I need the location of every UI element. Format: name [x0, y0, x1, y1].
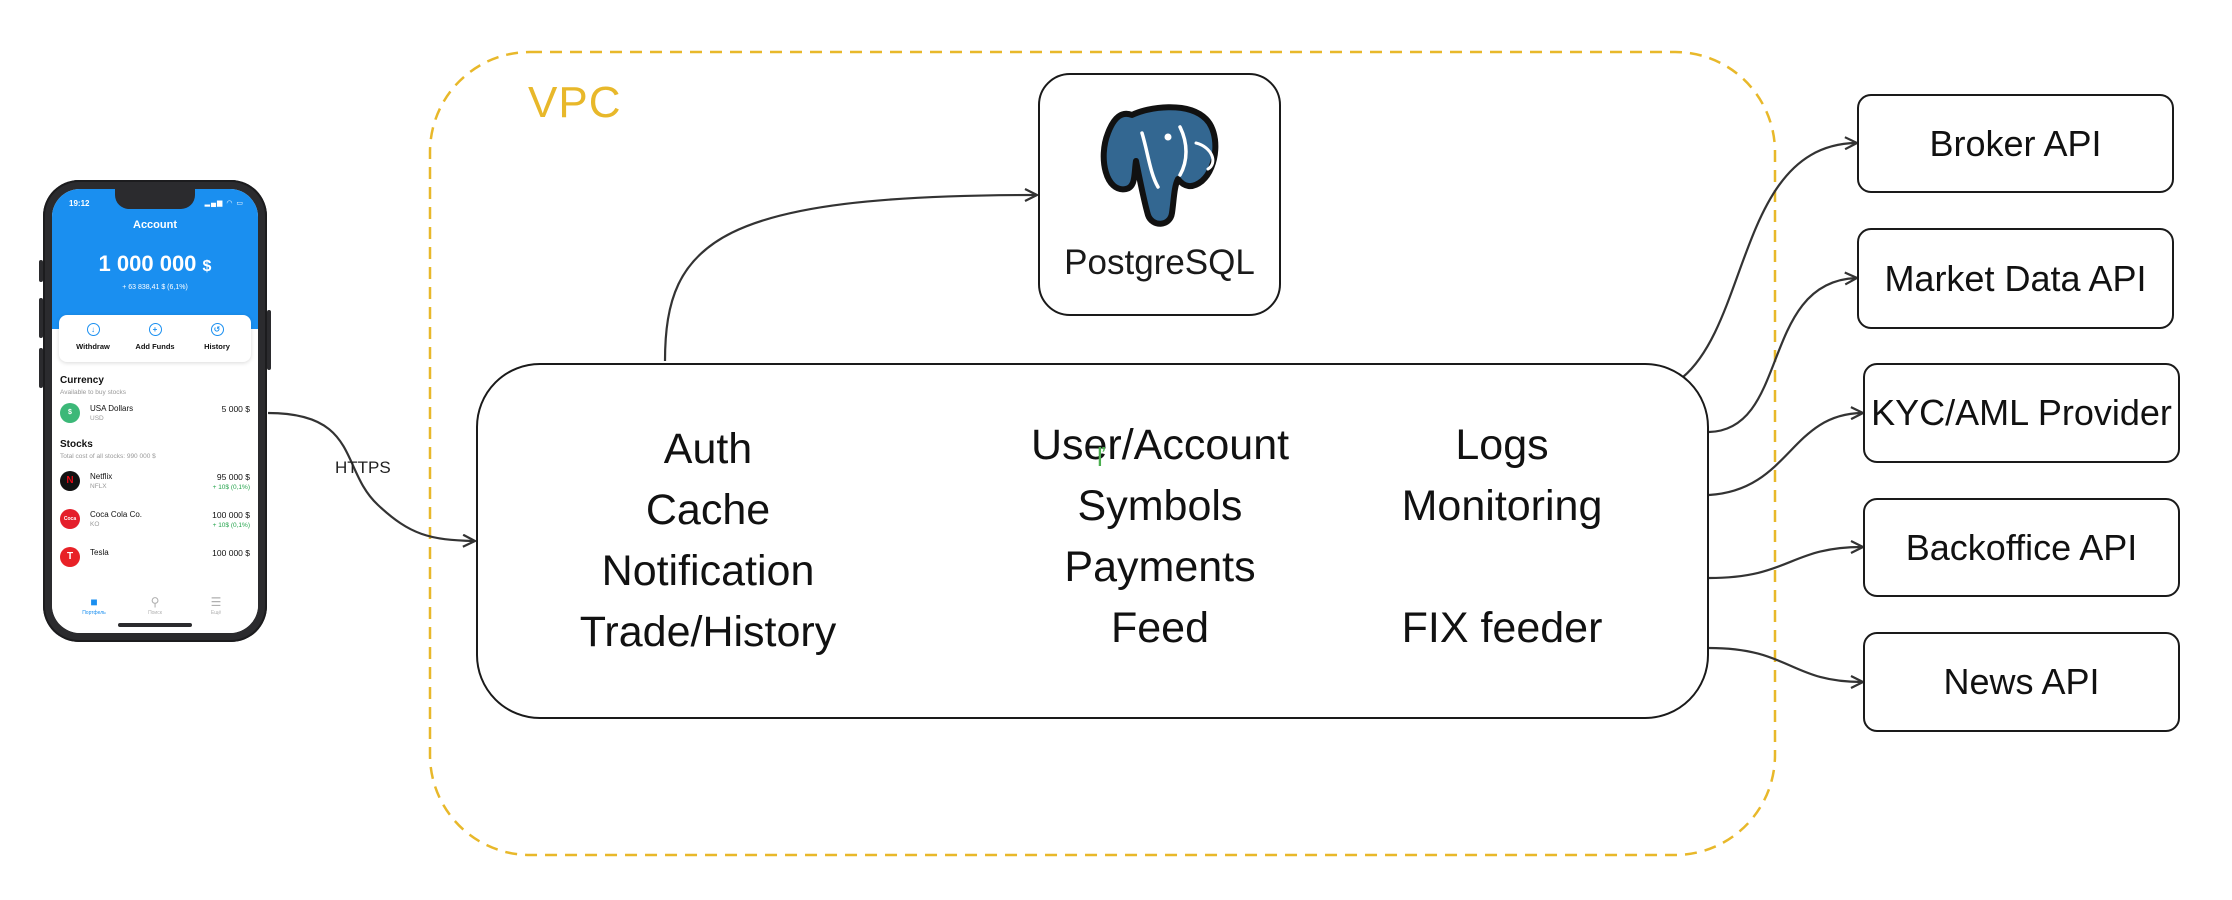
tab-search[interactable]: ⚲ Поиск: [135, 595, 175, 616]
https-connector: [267, 411, 474, 541]
list-item[interactable]: T Tesla 100 000 $: [60, 545, 250, 575]
dollar-icon: $: [60, 403, 80, 423]
stock-value: 100 000 $: [212, 510, 250, 520]
balance-currency: $: [202, 258, 212, 275]
phone-volume-up: [39, 298, 43, 338]
withdraw-label: Withdraw: [76, 342, 110, 351]
history-label: History: [204, 342, 230, 351]
postgresql-node: PostgreSQL: [1038, 73, 1281, 316]
service-fix-feeder: FIX feeder: [1401, 604, 1603, 652]
search-icon: ⚲: [150, 595, 160, 609]
netflix-logo-icon: N: [60, 471, 80, 491]
menu-icon: ☰: [210, 595, 222, 609]
service-logs: Logs: [1455, 421, 1549, 469]
arrow-down-circle-icon: ↓: [86, 323, 100, 336]
phone-mockup: 19:12 ▂▄▆ ◠ ▭ Account 1 000 000 $ + 63 8…: [39, 180, 271, 642]
list-item[interactable]: N Netflix NFLX 95 000 $ + 10$ (0,1%): [60, 469, 250, 499]
vpc-label: VPC: [528, 78, 622, 127]
coca-cola-logo-icon: Coca: [60, 509, 80, 529]
postgresql-label: PostgreSQL: [1064, 243, 1255, 282]
text-cursor-mark: ľ: [1097, 442, 1105, 472]
backend-services-box: [476, 363, 1709, 719]
status-icons: ▂▄▆ ◠ ▭: [204, 200, 244, 207]
news-api-node: News API: [1863, 632, 2180, 732]
tab-more-label: Ещё: [210, 610, 222, 616]
history-icon: ↺: [210, 323, 224, 336]
list-item[interactable]: $ USA Dollars USD 5 000 $: [60, 401, 250, 431]
tab-search-label: Поиск: [148, 610, 162, 616]
tab-more[interactable]: ☰ Ещё: [196, 595, 236, 616]
phone-mute-switch: [39, 260, 43, 282]
home-indicator: [118, 623, 192, 627]
balance-amount: 1 000 000 $: [52, 251, 258, 277]
currency-value: 5 000 $: [221, 404, 250, 414]
backoffice-api-connector: [1708, 547, 1862, 580]
list-item[interactable]: Coca Coca Cola Co. KO 100 000 $ + 10$ (0…: [60, 507, 250, 537]
service-trade-history: Trade/History: [579, 608, 837, 656]
balance-value: 1 000 000: [98, 251, 197, 276]
tab-portfolio-label: Портфель: [82, 610, 106, 616]
account-header: 19:12 ▂▄▆ ◠ ▭ Account 1 000 000 $ + 63 8…: [52, 189, 258, 329]
add-funds-button[interactable]: + Add Funds: [125, 323, 185, 351]
news-api-connector: [1708, 646, 1862, 682]
service-monitoring: Monitoring: [1401, 482, 1603, 530]
service-payments: Payments: [1064, 543, 1256, 591]
vpc-boundary: [428, 50, 1777, 857]
stock-ticker: NFLX: [90, 483, 107, 490]
tesla-logo-icon: T: [60, 547, 80, 567]
stocks-title: Stocks: [60, 439, 93, 450]
stock-name: Coca Cola Co.: [90, 510, 143, 519]
currency-ticker: USD: [90, 415, 104, 422]
db-connector: [663, 195, 1036, 362]
market-data-api-connector: [1708, 278, 1856, 434]
service-user-account: User/Account: [1030, 421, 1290, 469]
postgresql-elephant-icon: [1100, 104, 1219, 227]
broker-api-node: Broker API: [1857, 94, 2174, 193]
plus-circle-icon: +: [148, 323, 162, 336]
currency-subtitle: Available to buy stocks: [60, 389, 126, 396]
action-bar: ↓ Withdraw + Add Funds ↺ History: [59, 315, 251, 362]
stock-delta: + 10$ (0,1%): [212, 522, 250, 529]
kyc-aml-provider-node: KYC/AML Provider: [1863, 363, 2180, 463]
kyc-aml-connector: [1708, 413, 1862, 497]
service-cache: Cache: [645, 486, 771, 534]
add-funds-label: Add Funds: [135, 342, 175, 351]
currency-name: USA Dollars: [90, 404, 134, 413]
currency-title: Currency: [60, 375, 104, 386]
stocks-subtitle: Total cost of all stocks: 990 000 $: [60, 453, 156, 460]
broker-api-connector: [1682, 143, 1856, 378]
history-button[interactable]: ↺ History: [187, 323, 247, 351]
phone-volume-down: [39, 348, 43, 388]
phone-notch: [115, 189, 195, 209]
stock-name: Tesla: [90, 548, 109, 557]
tab-bar: ■ Портфель ⚲ Поиск ☰ Ещё: [52, 593, 258, 633]
account-title: Account: [133, 219, 177, 231]
stock-ticker: KO: [90, 521, 100, 528]
tab-portfolio[interactable]: ■ Портфель: [74, 595, 114, 616]
briefcase-icon: ■: [90, 595, 98, 609]
balance-change: + 63 838,41 $ (6,1%): [122, 284, 188, 291]
service-notification: Notification: [601, 547, 815, 595]
service-symbols: Symbols: [1077, 482, 1243, 530]
stock-value: 100 000 $: [212, 548, 250, 558]
stock-value: 95 000 $: [216, 472, 250, 482]
https-label: HTTPS: [335, 458, 391, 477]
stock-name: Netflix: [90, 472, 113, 481]
phone-screen: 19:12 ▂▄▆ ◠ ▭ Account 1 000 000 $ + 63 8…: [52, 189, 258, 633]
service-auth: Auth: [663, 425, 753, 473]
phone-power-button: [267, 310, 271, 370]
withdraw-button[interactable]: ↓ Withdraw: [63, 323, 123, 351]
status-time: 19:12: [69, 199, 90, 208]
market-data-api-node: Market Data API: [1857, 228, 2174, 329]
backoffice-api-node: Backoffice API: [1863, 498, 2180, 597]
stock-delta: + 10$ (0,1%): [212, 484, 250, 491]
service-feed: Feed: [1110, 604, 1210, 652]
